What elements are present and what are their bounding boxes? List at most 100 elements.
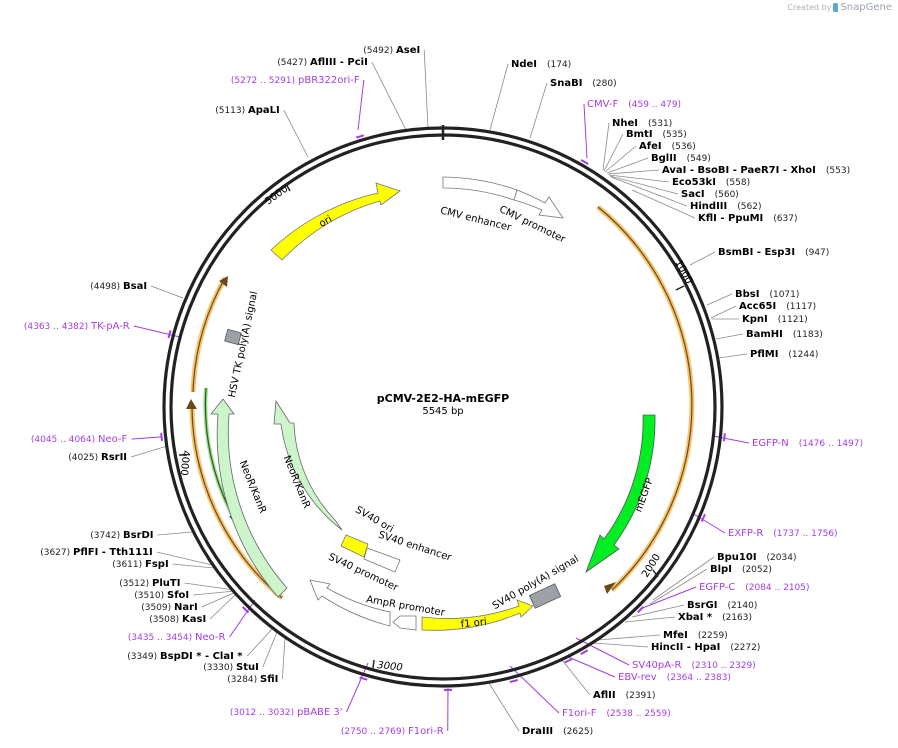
primer-mark [637,606,645,614]
primer-mark [359,676,368,681]
enzyme-label: (3508) KasI [149,614,206,625]
enzyme-label: BsrGI(2140) [687,600,757,611]
enzyme-label: (3627) PflFI - Tth111I [40,547,153,558]
feature-sv40-enhancer [363,547,401,573]
enzyme-label: Eco53kI(558) [672,177,750,188]
enzyme-label: (5492) AseI [363,45,420,56]
primer-mark [722,433,726,442]
enzyme-label: NheI(531) [612,118,672,129]
tick-4000: 4000 [178,450,191,476]
enzyme-label: HindIII(562) [690,201,761,212]
primer-mark [564,658,573,664]
features [210,176,656,631]
enzyme-label: PflMI(1244) [750,349,818,360]
enzyme-label: BmtI(535) [626,129,687,140]
feature-cmv-promoter [513,189,564,219]
primer-label: SV40pA-R(2310 .. 2329) [632,660,756,671]
enzyme-label: HincII - HpaI(2272) [651,642,760,653]
tick-3000: 3000 [377,660,403,674]
feature-cmv-enhancer [442,176,518,201]
primer-mark [160,432,164,442]
enzyme-label: (3509) NarI [141,602,198,613]
primer-labels: (5272 .. 5291) pBR322ori-F CMV-F(459 .. 4… [24,75,863,737]
snapgene-credit: Created by SnapGene [787,2,892,13]
primer-label: EXFP-R(1737 .. 1756) [728,528,838,539]
primer-label: F1ori-F(2538 .. 2559) [562,708,671,719]
enzyme-label: BlpI(2052) [710,564,772,575]
enzyme-label: (3510) SfoI [134,590,189,601]
plasmid-name: pCMV-2E2-HA-mEGFP [376,392,510,405]
leader-lines [130,49,750,732]
snapgene-logo-icon [833,3,839,12]
feature-f1-ori [421,599,534,631]
enzyme-label: (3512) PluTI [119,578,180,589]
enzyme-label: AvaI - BsoBI - PaeR7I - XhoI(553) [662,165,850,176]
plasmid-length: 5545 bp [422,406,464,417]
enzyme-label: MfeI(2259) [663,630,728,641]
enzyme-label: (4025) RsrII [68,452,127,463]
feature-neor-kanr-inner [273,399,343,531]
enzyme-label: KpnI(1121) [742,314,808,325]
enzyme-label: (3742) BsrDI [90,530,153,541]
enzyme-label: AfeI(536) [639,141,696,152]
primer-label: (3012 .. 3032) pBABE 3' [230,707,343,718]
enzyme-label: (3284) SfiI [227,674,278,685]
primer-mark [580,649,589,656]
backbone [162,125,724,688]
enzyme-labels: (5492) AseI(5427) AflIII - PciI (5113) Ap… [40,45,850,737]
enzyme-label: XbaI *(2163) [678,612,752,623]
primer-label: EBV-rev(2364 .. 2383) [618,672,731,683]
feature-neor-kanr-outer [210,398,288,598]
orf-arcs [186,205,695,600]
enzyme-label: (3330) StuI [203,662,259,673]
primer-mark [700,513,706,522]
tick-5000: 5000 [263,184,290,208]
feature-sv40-polya [528,583,562,609]
enzyme-label: (4498) BsaI [90,281,147,292]
enzyme-label: BsmBI - Esp3I(947) [718,247,829,258]
primer-label: (5272 .. 5291) pBR322ori-F [231,75,360,86]
enzyme-label: (3611) FspI [112,559,168,570]
primer-mark [241,606,250,614]
enzyme-label: SacI(560) [681,189,739,200]
feature-ori [270,182,401,261]
primer-label: EGFP-N(1476 .. 1497) [752,438,863,449]
primer-label: (3435 .. 3454) Neo-R [128,632,226,643]
enzyme-label: BbsI(1071) [735,289,799,300]
enzyme-label: NdeI(174) [511,59,571,70]
feature-sv40-promoter [309,579,391,627]
enzyme-label: (3349) BspDI * - ClaI * [127,651,243,662]
feature-hsv-tk-polya [224,328,242,346]
enzyme-label: Acc65I(1117) [739,301,816,312]
primer-label: CMV-F(459 .. 479) [587,99,681,110]
enzyme-label: AflII(2391) [593,690,656,701]
primer-label: (4363 .. 4382) TK-pA-R [24,321,130,332]
enzyme-label: SnaBI(280) [550,78,617,89]
primer-mark [355,134,365,139]
enzyme-label: (5427) AflIII - PciI [277,57,368,68]
primer-label: (4045 .. 4064) Neo-F [31,434,128,445]
feature-sv40-ori [340,534,369,558]
primer-marks [160,134,726,692]
enzyme-label: (5113) ApaLI [215,105,280,116]
enzyme-label: BamHI(1183) [746,329,823,340]
credit-prefix: Created by [787,3,832,12]
feature-ampr-promoter [392,615,417,631]
feature-label-neor-kanr-outer: NeoR/KanR [237,459,268,515]
feature-label-sv40-ori: SV40 ori [353,505,395,536]
enzyme-label: Bpu10I(2034) [717,552,796,563]
primer-label: EGFP-C(2084 .. 2105) [699,582,810,593]
enzyme-label: KflI - PpuMI(637) [698,213,797,224]
enzyme-label: DraIII(2625) [522,726,593,737]
feature-label-f1-ori: f1 ori [460,617,487,631]
tick-1000: 1000 [672,258,694,286]
tick-labels: 1000 2000 3000 4000 5000 [178,184,694,674]
feature-megfp [585,414,656,574]
primer-label: (2750 .. 2769) F1ori-R [341,726,444,737]
plasmid-title: pCMV-2E2-HA-mEGFP 5545 bp [377,392,509,417]
enzyme-label: BglII(549) [651,153,711,164]
credit-brand: SnapGene [840,2,892,13]
feature-label-hsv-tk-polya: HSV TK poly(A) signal [227,290,260,398]
primer-mark [580,159,589,165]
